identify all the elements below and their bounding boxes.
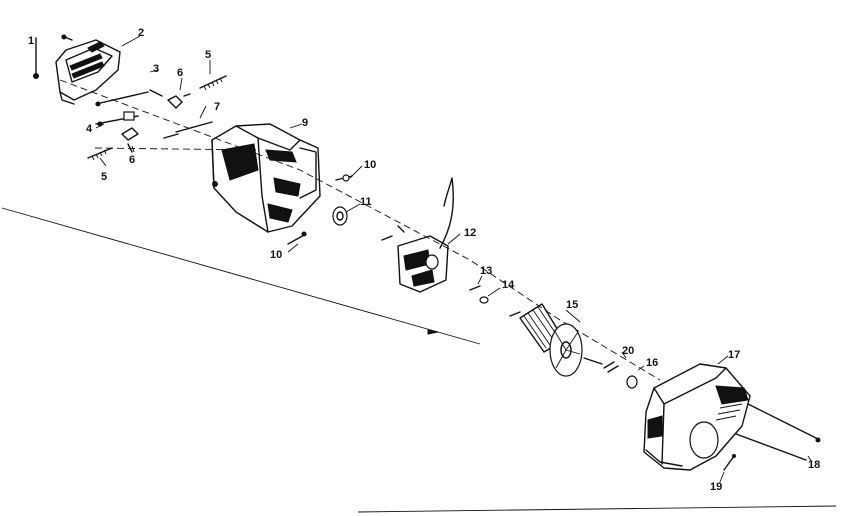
part-11-bearing — [332, 206, 348, 226]
part-20-key — [603, 361, 619, 373]
callout-11: 11 — [360, 196, 372, 208]
part-14-washer — [479, 296, 489, 304]
callout-9: 9 — [302, 117, 308, 129]
callout-6-upper: 6 — [177, 67, 183, 79]
part-7-pin — [163, 121, 213, 139]
assembly-axis — [59, 79, 661, 381]
callout-14: 14 — [502, 279, 515, 291]
part-12-field-assembly — [381, 177, 454, 293]
leader-lines — [35, 35, 813, 483]
callout-2: 2 — [138, 27, 144, 39]
callout-10-bottom: 10 — [270, 249, 282, 261]
part-6-clip-lower — [121, 127, 139, 153]
callout-17: 17 — [728, 349, 740, 361]
part-18-cord — [735, 403, 821, 461]
part-17-gear-case — [643, 363, 751, 471]
callout-1: 1 — [28, 35, 34, 47]
callout-6-lower: 6 — [129, 154, 135, 166]
part-16-washer — [626, 375, 638, 389]
callout-19: 19 — [710, 481, 722, 493]
callout-16: 16 — [646, 357, 658, 369]
callout-13: 13 — [480, 265, 492, 277]
callout-3: 3 — [153, 63, 159, 75]
callout-15: 15 — [566, 299, 578, 311]
part-10-screw-right — [335, 174, 353, 182]
callout-7: 7 — [214, 101, 220, 113]
callout-12: 12 — [464, 227, 476, 239]
part-15-armature — [509, 303, 603, 377]
line-arrow-mark — [427, 329, 439, 335]
callout-5-upper: 5 — [205, 49, 211, 61]
part-19-screw — [723, 454, 736, 471]
callout-4: 4 — [86, 123, 93, 135]
reference-line-bottom — [357, 505, 837, 513]
part-13-washer — [469, 285, 481, 291]
callout-20: 20 — [622, 345, 634, 357]
part-5-screw-lower — [87, 147, 113, 161]
callout-18: 18 — [808, 459, 820, 471]
part-2-end-cap — [55, 39, 121, 105]
callout-5-lower: 5 — [101, 171, 107, 183]
part-10-screw-bottom — [287, 231, 307, 245]
part-9-motor-housing — [211, 123, 321, 233]
part-1-screws — [33, 34, 73, 79]
callout-10-right: 10 — [364, 159, 376, 171]
part-4-brush — [95, 111, 139, 127]
part-3-brush-holder — [95, 89, 163, 107]
part-6-clip-upper — [167, 93, 191, 109]
part-5-screw-upper — [199, 75, 227, 91]
reference-line-left — [1, 207, 481, 345]
